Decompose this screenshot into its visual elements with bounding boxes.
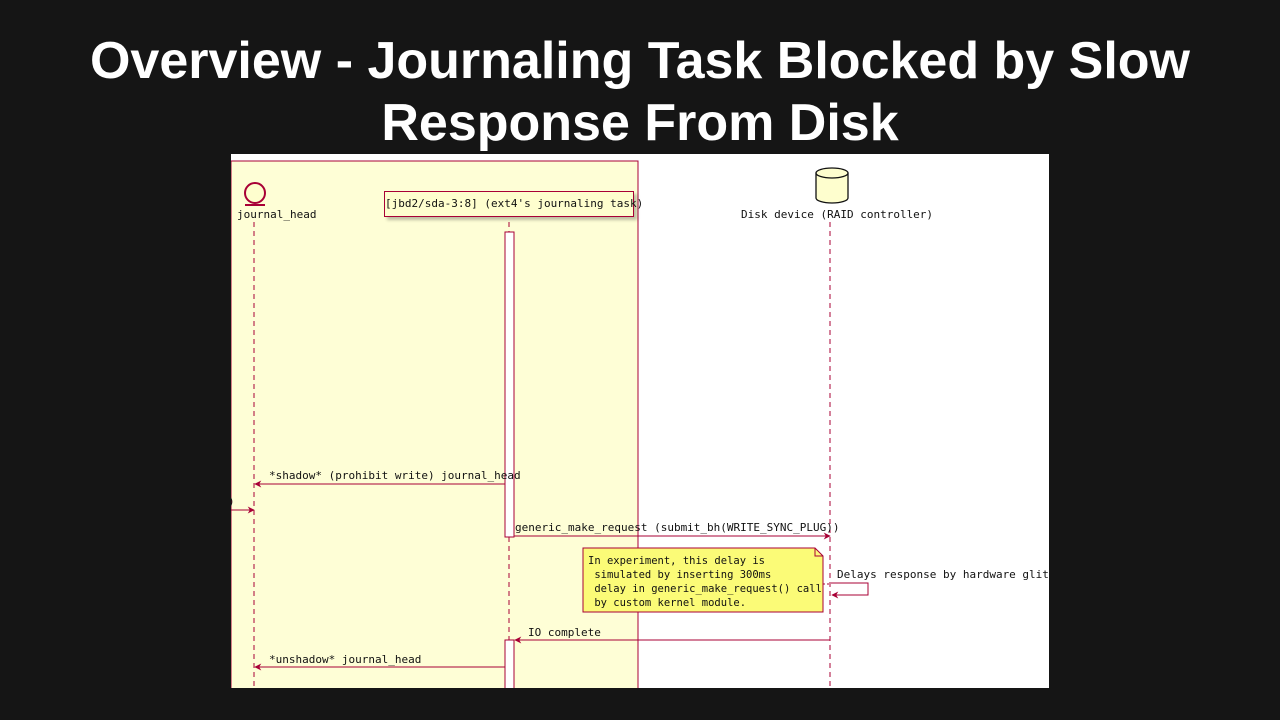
group-box (231, 160, 639, 688)
message-shadow: *shadow* (prohibit write) journal_head (269, 469, 521, 482)
note-text: In experiment, this delay is simulated b… (583, 548, 823, 612)
message-delay: Delays response by hardware glitch (837, 568, 1049, 581)
slide-title-line-2: Response From Disk (381, 94, 899, 152)
sequence-diagram: journal_head [jbd2/sda-3:8] (ext4's jour… (231, 154, 1049, 688)
note-line-2: simulated by inserting 300ms (588, 569, 772, 581)
note-shape (582, 547, 830, 613)
note-line-1: In experiment, this delay is (588, 555, 766, 567)
entity-icon (244, 182, 266, 204)
activation-bar-1 (504, 231, 515, 538)
slide-title-line-1: Overview - Journaling Task Blocked by Sl… (89, 32, 1191, 90)
participant-disk: Disk device (RAID controller) (741, 208, 934, 221)
participant-journal-head: journal_head (237, 208, 317, 221)
database-icon (815, 167, 849, 204)
activation-bar-2 (504, 639, 515, 688)
note-line-4: by custom kernel module. (588, 597, 747, 609)
arrow-delay (831, 582, 869, 599)
participant-jbd2: [jbd2/sda-3:8] (ext4's journaling task) (384, 191, 643, 217)
message-left-fragment: ) (231, 495, 235, 508)
slide-title: Overview - Journaling Task Blocked by Sl… (0, 30, 1280, 154)
message-io-complete: IO complete (528, 626, 601, 639)
sequence-diagram-graphics (231, 160, 869, 688)
note-line-3: delay in generic_make_request() call (588, 583, 822, 595)
message-unshadow: *unshadow* journal_head (269, 653, 422, 666)
message-request: generic_make_request (submit_bh(WRITE_SY… (515, 521, 840, 534)
